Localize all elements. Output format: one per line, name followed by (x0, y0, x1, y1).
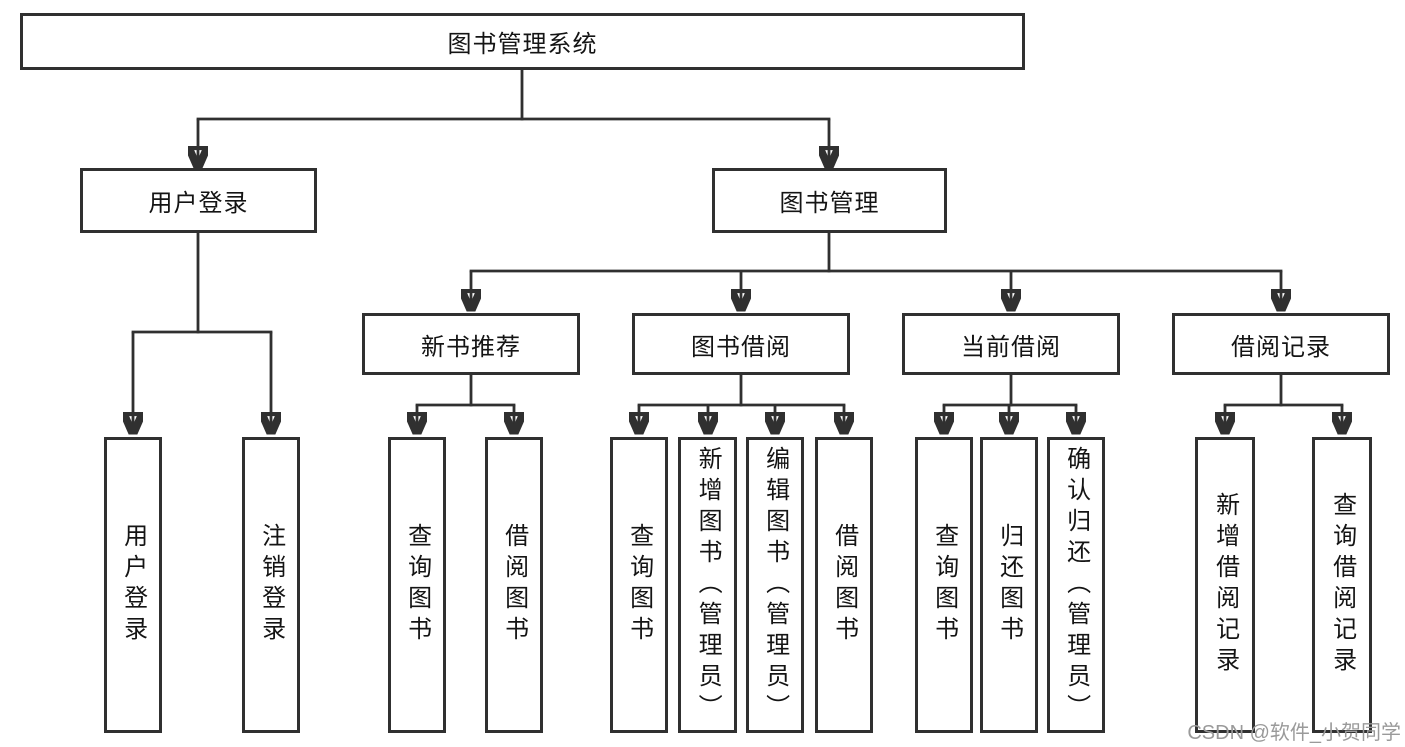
node-label: 新书推荐 (421, 333, 521, 361)
leaf-label: 借阅图书 (830, 523, 858, 647)
leaf-edit-books-admin: 编辑图书（管理员） (746, 437, 804, 733)
leaf-query-books-borrow: 查询图书 (610, 437, 668, 733)
node-library-management-system: 图书管理系统 (20, 13, 1025, 70)
leaf-return-books: 归还图书 (980, 437, 1038, 733)
leaf-label: 查询图书 (625, 523, 653, 647)
leaf-logout: 注销登录 (242, 437, 300, 733)
node-book-management: 图书管理 (712, 168, 947, 233)
leaf-user-login: 用户登录 (104, 437, 162, 733)
node-book-borrowing: 图书借阅 (632, 313, 850, 375)
node-label: 用户登录 (148, 190, 249, 217)
node-user-login: 用户登录 (80, 168, 317, 233)
leaf-label: 归还图书 (995, 523, 1023, 647)
leaf-confirm-return-admin: 确认归还（管理员） (1047, 437, 1105, 733)
leaf-query-borrow-record: 查询借阅记录 (1312, 437, 1372, 733)
leaf-borrow-books-recommend: 借阅图书 (485, 437, 543, 733)
node-borrowing-records: 借阅记录 (1172, 313, 1390, 375)
leaf-label: 新增借阅记录 (1211, 492, 1239, 678)
leaf-label: 查询图书 (403, 523, 431, 647)
node-label: 借阅记录 (1231, 333, 1331, 361)
leaf-add-books-admin: 新增图书（管理员） (678, 437, 737, 733)
leaf-label: 编辑图书（管理员） (761, 445, 789, 725)
leaf-label: 用户登录 (119, 523, 147, 647)
node-label: 图书管理系统 (447, 31, 598, 58)
node-new-book-recommend: 新书推荐 (362, 313, 580, 375)
node-label: 图书借阅 (691, 333, 791, 361)
watermark: CSDN @软件_小贺同学 (1187, 722, 1401, 744)
node-label: 图书管理 (779, 190, 880, 217)
leaf-query-books-recommend: 查询图书 (388, 437, 446, 733)
leaf-label: 注销登录 (257, 523, 285, 647)
leaf-label: 查询借阅记录 (1328, 492, 1356, 678)
leaf-label: 借阅图书 (500, 523, 528, 647)
leaf-add-borrow-record: 新增借阅记录 (1195, 437, 1255, 733)
leaf-borrow-books: 借阅图书 (815, 437, 873, 733)
node-current-borrowing: 当前借阅 (902, 313, 1120, 375)
leaf-query-books-current: 查询图书 (915, 437, 973, 733)
node-label: 当前借阅 (961, 333, 1061, 361)
leaf-label: 新增图书（管理员） (694, 445, 722, 725)
leaf-label: 查询图书 (930, 523, 958, 647)
leaf-label: 确认归还（管理员） (1062, 445, 1090, 725)
